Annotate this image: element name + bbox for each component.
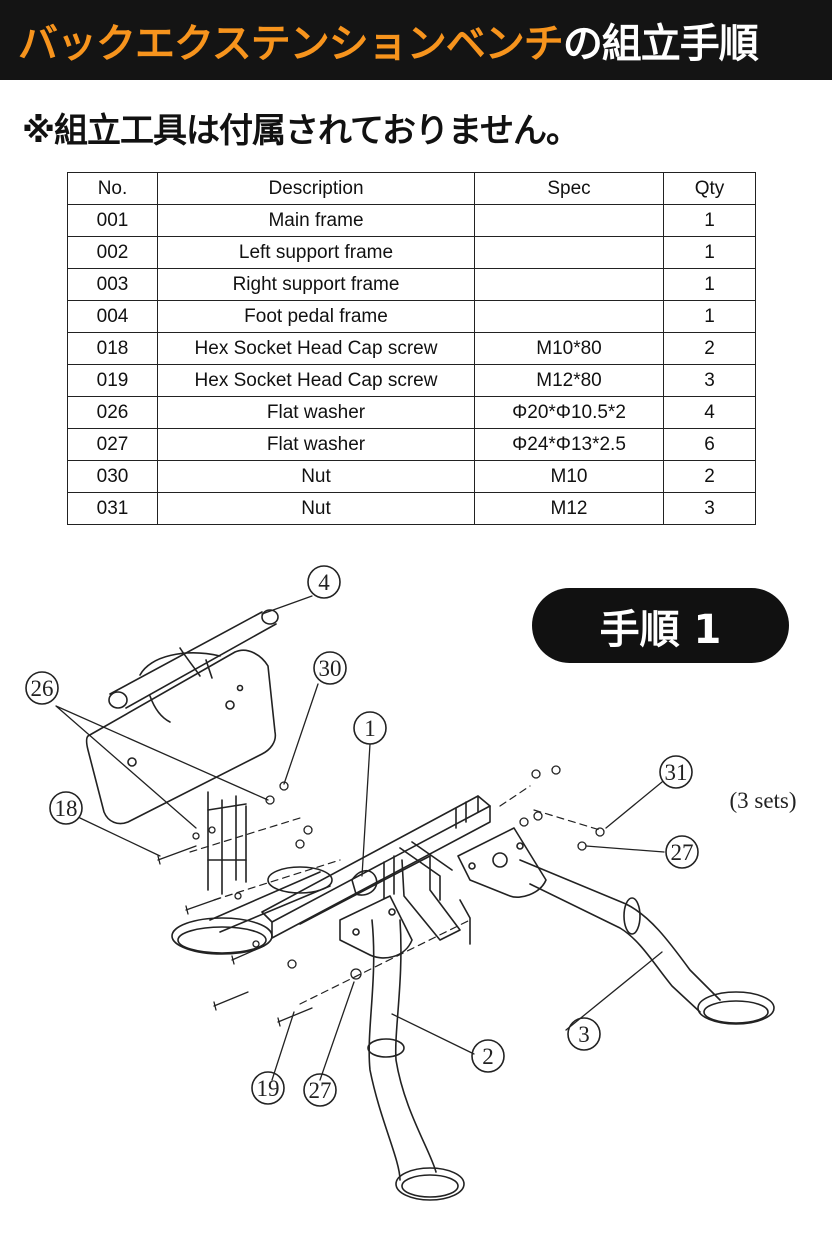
page-title-accent: バックエクステンションベンチ [18, 21, 564, 67]
column-header-spec: Spec [474, 172, 664, 205]
cell-description: Hex Socket Head Cap screw [157, 332, 475, 365]
table-header-row: No. Description Spec Qty [67, 172, 756, 205]
cell-spec [474, 204, 664, 237]
callout-27-right: 27 [671, 840, 694, 865]
cell-description: Foot pedal frame [157, 300, 475, 333]
cell-spec: Φ20*Φ10.5*2 [474, 396, 664, 429]
table-row: 027 Flat washer Φ24*Φ13*2.5 6 [67, 428, 756, 461]
cell-spec: Φ24*Φ13*2.5 [474, 428, 664, 461]
callout-26: 26 [31, 676, 54, 701]
tools-notice: ※組立工具は付属されておりません。 [22, 111, 580, 151]
cell-qty: 1 [663, 300, 756, 333]
main-frame-drawing [171, 795, 491, 955]
table-row: 018 Hex Socket Head Cap screw M10*80 2 [67, 332, 756, 365]
page-title-rest: の組立手順 [562, 21, 759, 67]
callout-2: 2 [482, 1044, 494, 1069]
cell-spec: M10 [474, 460, 664, 493]
table-row: 004 Foot pedal frame 1 [67, 300, 756, 333]
callout-31: 31 [665, 760, 688, 785]
cell-qty: 1 [663, 268, 756, 301]
cell-no: 003 [67, 268, 158, 301]
table-row: 001 Main frame 1 [67, 204, 756, 237]
fasteners-drawing [157, 765, 605, 1027]
table-row: 003 Right support frame 1 [67, 268, 756, 301]
left-support-frame-drawing [339, 895, 465, 1201]
cell-no: 001 [67, 204, 158, 237]
callout-27-left: 27 [309, 1078, 332, 1103]
cell-description: Right support frame [157, 268, 475, 301]
callout-circles [25, 565, 699, 1107]
sets-note: (3 sets) [729, 788, 796, 813]
cell-qty: 4 [663, 396, 756, 429]
callout-19: 19 [257, 1076, 280, 1101]
assembly-guide-lines [189, 785, 601, 1005]
cell-description: Flat washer [157, 428, 475, 461]
cell-no: 002 [67, 236, 158, 269]
cell-spec [474, 300, 664, 333]
cell-qty: 2 [663, 460, 756, 493]
cell-spec: M12 [474, 492, 664, 525]
cell-no: 026 [67, 396, 158, 429]
title-banner: バックエクステンションベンチの組立手順 [0, 0, 832, 80]
cell-qty: 2 [663, 332, 756, 365]
cell-no: 027 [67, 428, 158, 461]
cell-description: Nut [157, 460, 475, 493]
cell-description: Hex Socket Head Cap screw [157, 364, 475, 397]
cell-no: 004 [67, 300, 158, 333]
cell-qty: 1 [663, 236, 756, 269]
callout-18: 18 [55, 796, 78, 821]
cell-description: Main frame [157, 204, 475, 237]
cell-no: 018 [67, 332, 158, 365]
cell-qty: 3 [663, 492, 756, 525]
foot-pedal-frame-drawing [85, 609, 279, 895]
cell-description: Flat washer [157, 396, 475, 429]
cell-spec [474, 236, 664, 269]
callout-3: 3 [578, 1022, 590, 1047]
cell-spec: M10*80 [474, 332, 664, 365]
cell-spec: M12*80 [474, 364, 664, 397]
page-title: バックエクステンションベンチの組立手順 [18, 11, 759, 69]
table-row: 030 Nut M10 2 [67, 460, 756, 493]
callout-1: 1 [364, 716, 376, 741]
cell-description: Left support frame [157, 236, 475, 269]
cell-qty: 1 [663, 204, 756, 237]
step-badge: 手順 1 [532, 588, 789, 663]
cell-no: 031 [67, 492, 158, 525]
cell-qty: 6 [663, 428, 756, 461]
table-row: 019 Hex Socket Head Cap screw M12*80 3 [67, 364, 756, 397]
cell-spec [474, 268, 664, 301]
column-header-qty: Qty [663, 172, 756, 205]
parts-table: No. Description Spec Qty 001 Main frame … [67, 172, 756, 525]
cell-no: 030 [67, 460, 158, 493]
callout-4: 4 [318, 570, 330, 595]
cell-no: 019 [67, 364, 158, 397]
column-header-description: Description [157, 172, 475, 205]
callout-30: 30 [319, 656, 342, 681]
cell-qty: 3 [663, 364, 756, 397]
assembly-diagram: 4 30 26 1 18 31 27 3 2 19 27 (3 sets) [25, 565, 797, 1201]
callout-leaders [55, 595, 665, 1081]
table-row: 026 Flat washer Φ20*Φ10.5*2 4 [67, 396, 756, 429]
column-header-no: No. [67, 172, 158, 205]
cell-description: Nut [157, 492, 475, 525]
right-support-frame-drawing [457, 827, 775, 1025]
table-row: 031 Nut M12 3 [67, 492, 756, 525]
table-row: 002 Left support frame 1 [67, 236, 756, 269]
